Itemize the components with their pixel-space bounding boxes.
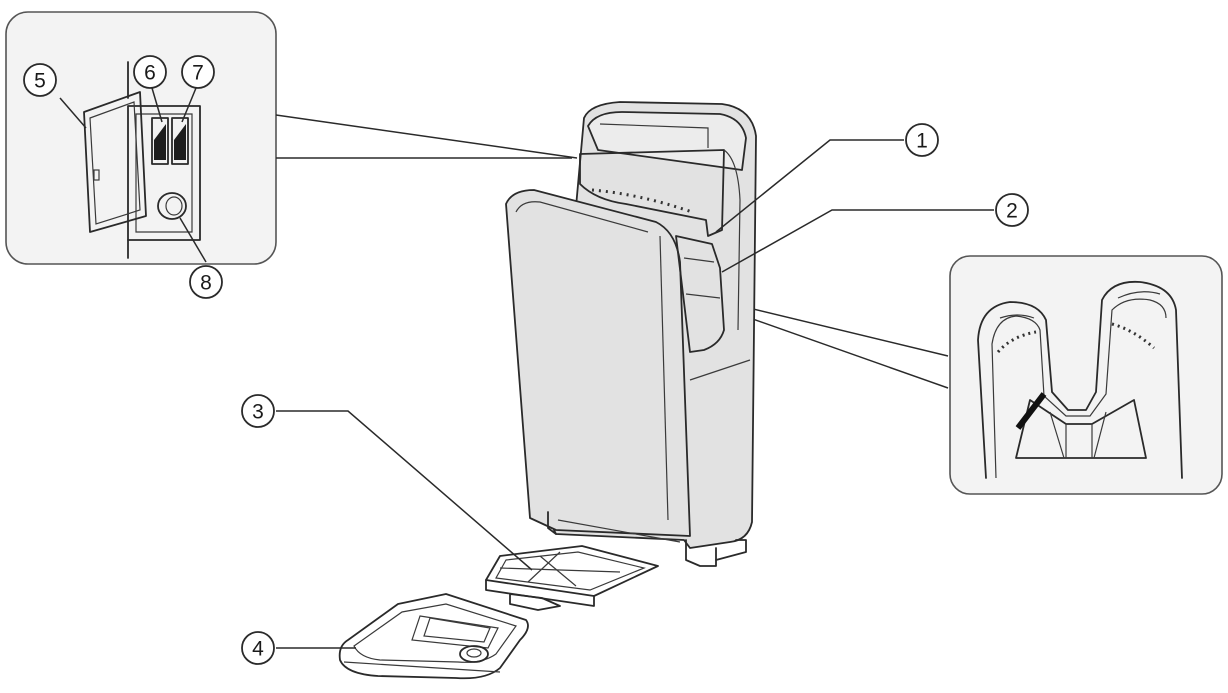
svg-text:4: 4 <box>252 638 264 661</box>
svg-text:2: 2 <box>1006 200 1018 223</box>
panel-door-5 <box>83 91 147 233</box>
control-panel-inset <box>5 11 277 265</box>
leader-1 <box>715 139 904 233</box>
leader-7 <box>181 87 197 123</box>
callout-5: 5 <box>23 63 57 97</box>
callout-1: 1 <box>905 123 939 157</box>
callout-6: 6 <box>133 55 167 89</box>
svg-text:7: 7 <box>192 62 204 85</box>
callout-4: 4 <box>241 631 275 665</box>
callout-2: 2 <box>995 193 1029 227</box>
callout-7: 7 <box>181 55 215 89</box>
switch-7 <box>171 117 189 165</box>
inset-leader-top <box>275 114 578 159</box>
leader-3 <box>276 410 533 571</box>
leader-2 <box>721 209 994 273</box>
svg-text:8: 8 <box>200 272 212 295</box>
svg-text:3: 3 <box>252 401 264 424</box>
hand-dryer-unit <box>505 101 757 567</box>
adjust-knob-8 <box>157 192 187 220</box>
cavity-inset <box>949 255 1223 495</box>
leader-8 <box>179 217 207 263</box>
callout-8: 8 <box>189 265 223 299</box>
svg-text:6: 6 <box>144 62 156 85</box>
svg-text:1: 1 <box>916 130 928 153</box>
callout-3: 3 <box>241 394 275 428</box>
drip-tray-4 <box>338 593 529 680</box>
filter-3 <box>485 545 659 611</box>
leader-6 <box>151 87 163 123</box>
leader-5 <box>59 97 87 129</box>
svg-text:5: 5 <box>34 70 46 93</box>
switch-6 <box>151 117 169 165</box>
